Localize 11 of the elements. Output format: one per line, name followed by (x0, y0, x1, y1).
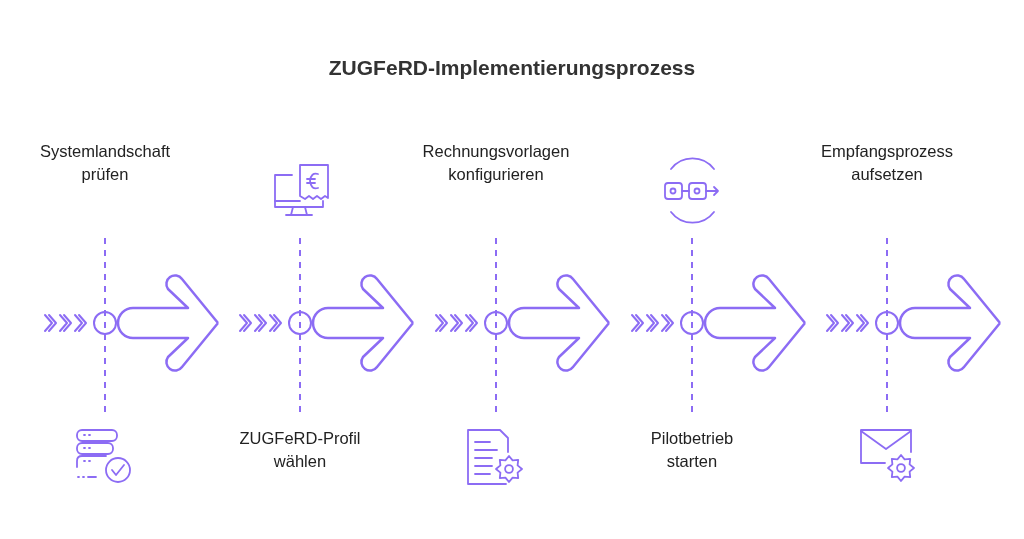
step-circle (875, 311, 899, 335)
step-label: Systemlandschaft prüfen (31, 140, 179, 186)
step-label: Pilotbetrieb starten (632, 427, 752, 473)
step-label: Rechnungsvorlagen konfigurieren (421, 140, 571, 186)
step-label: Empfangsprozess aufsetzen (813, 140, 961, 186)
step-circle (484, 311, 508, 335)
step-circle (93, 311, 117, 335)
step-circle (680, 311, 704, 335)
diagram-title: ZUGFeRD-Implementierungsprozess (327, 56, 697, 80)
step-circle (288, 311, 312, 335)
step-label: ZUGFeRD-Profil wählen (226, 427, 374, 473)
